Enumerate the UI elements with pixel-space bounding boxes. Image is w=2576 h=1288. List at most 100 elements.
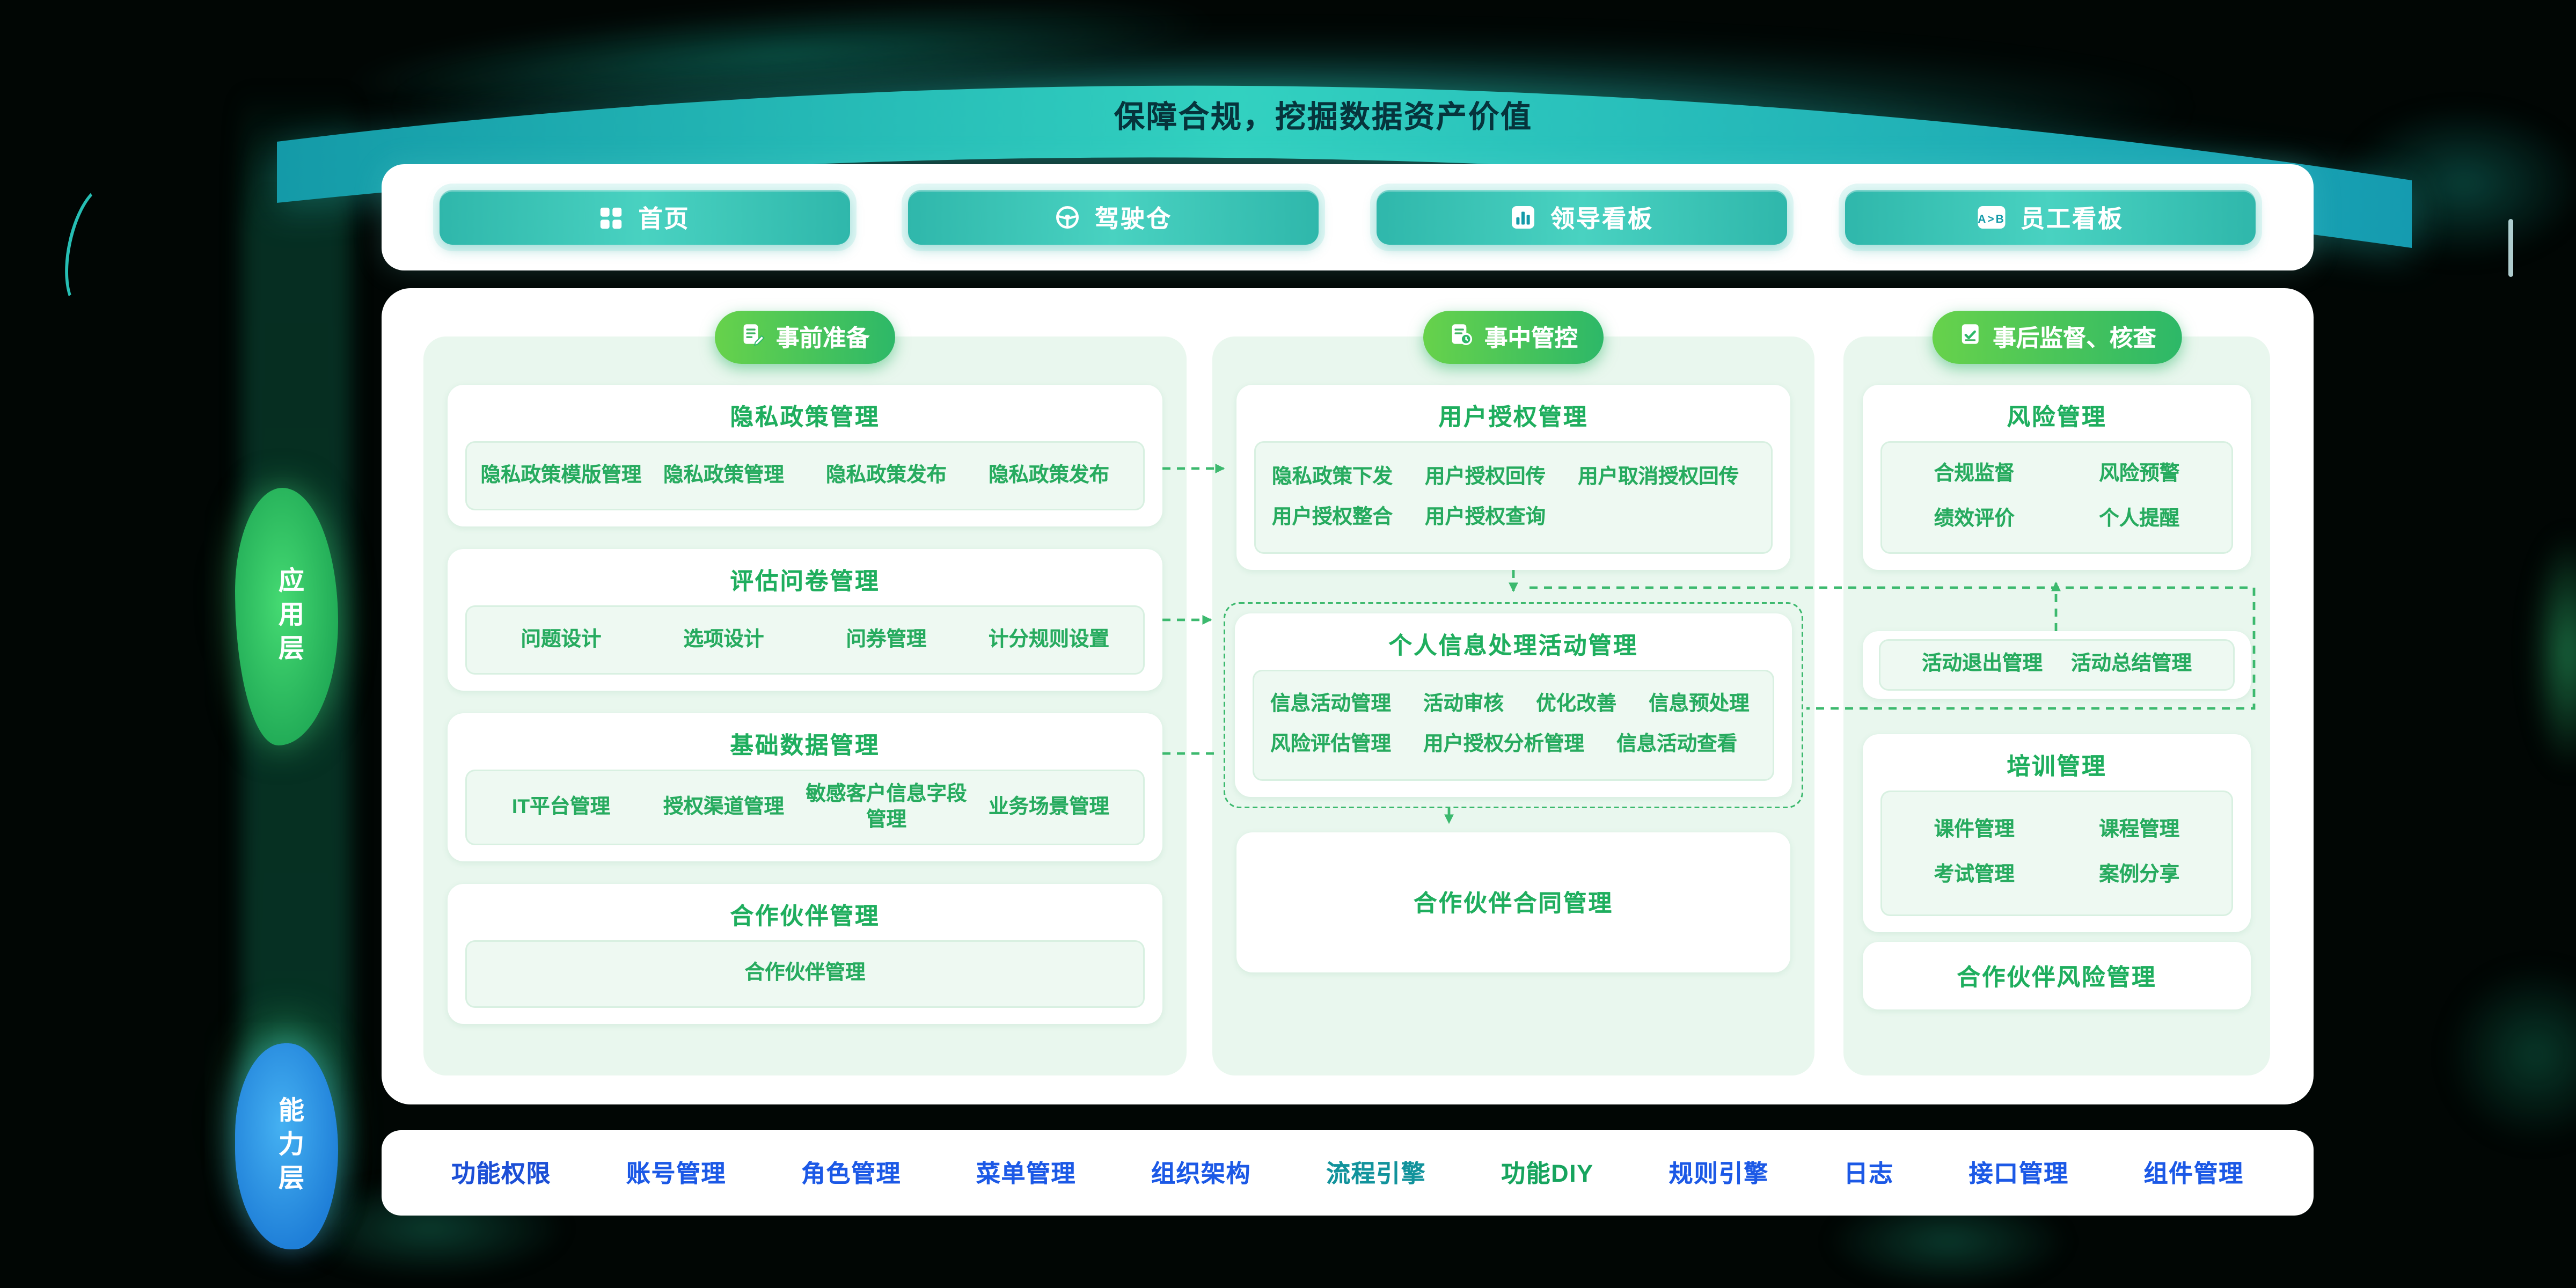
module-item: 活动退出管理	[1921, 652, 2043, 675]
capability-item: 规则引擎	[1668, 1161, 1769, 1188]
module-item: 业务场景管理	[988, 795, 1109, 818]
nav-button-label: 员工看板	[2020, 205, 2124, 233]
module-item: 问券管理	[846, 627, 927, 650]
card-activity-exit: 活动退出管理 活动总结管理	[1863, 631, 2251, 699]
card-items: 问题设计 选项设计 问券管理 计分规则设置	[465, 605, 1145, 675]
nav-button-home[interactable]: 首页	[440, 190, 850, 245]
module-item: 风险预警	[2099, 463, 2180, 486]
module-item: 案例分享	[2099, 863, 2180, 885]
ab-compare-icon: A>B	[1977, 204, 2006, 230]
activity-dashed-frame: 个人信息处理活动管理 信息活动管理 活动审核 优化改善 信息预处理 风险评估管理…	[1224, 602, 1803, 808]
right-green-blob	[2531, 531, 2576, 773]
card-user-authorization-mgmt: 用户授权管理 隐私政策下发 用户授权回传 用户取消授权回传 用户授权整合 用户授…	[1236, 385, 1790, 570]
nav-button-leader-board[interactable]: 领导看板	[1377, 190, 1787, 245]
layer-label-application: 应用层	[235, 488, 338, 745]
capability-item: 功能权限	[451, 1161, 552, 1188]
capability-item: 接口管理	[1968, 1161, 2069, 1188]
card-title: 个人信息处理活动管理	[1388, 634, 1638, 660]
card-items: 信息活动管理 活动审核 优化改善 信息预处理 风险评估管理 用户授权分析管理 信…	[1253, 670, 1774, 781]
module-item: 计分规则设置	[988, 627, 1109, 650]
card-partner-contract-mgmt: 合作伙伴合同管理	[1236, 832, 1790, 972]
document-edit-icon	[741, 322, 765, 353]
nav-button-employee-board[interactable]: A>B 员工看板	[1845, 190, 2256, 245]
module-item: 隐私政策模版管理	[480, 463, 642, 486]
nav-button-label: 驾驶仓	[1094, 205, 1172, 233]
card-items: 合规监督 风险预警 绩效评价 个人提醒	[1880, 441, 2233, 554]
card-title: 用户授权管理	[1438, 406, 1589, 431]
module-item: 问题设计	[521, 627, 602, 650]
capability-item: 日志	[1843, 1161, 1894, 1188]
card-title: 合作伙伴管理	[730, 905, 880, 931]
capability-item: 功能DIY	[1501, 1161, 1594, 1188]
module-item: 敏感客户信息字段管理	[806, 782, 967, 830]
document-check-icon	[1957, 322, 1981, 353]
module-item: 课程管理	[2099, 818, 2180, 841]
card-partner-mgmt: 合作伙伴管理 合作伙伴管理	[448, 884, 1162, 1024]
card-privacy-policy-mgmt: 隐私政策管理 隐私政策模版管理 隐私政策管理 隐私政策发布 隐私政策发布	[448, 385, 1162, 526]
capability-bar: 功能权限 账号管理 角色管理 菜单管理 组织架构 流程引擎 功能DIY 规则引擎…	[382, 1130, 2314, 1216]
module-item: 隐私政策管理	[663, 463, 784, 486]
badge-post-event: 事后监督、核查	[1931, 311, 2182, 364]
badge-label: 事后监督、核查	[1993, 327, 2156, 353]
banner-title: 保障合规，挖掘数据资产价值	[1114, 101, 1533, 135]
card-title: 合作伙伴风险管理	[1957, 965, 2157, 991]
document-monitor-icon	[1449, 322, 1473, 353]
module-item: 个人提醒	[2099, 507, 2180, 530]
module-item: 授权渠道管理	[663, 795, 784, 818]
module-item: 合作伙伴管理	[744, 961, 866, 984]
module-item: 用户授权回传	[1425, 465, 1546, 488]
module-item: 考试管理	[1934, 863, 2015, 885]
badge-pre-event: 事前准备	[715, 311, 895, 364]
capability-item: 组件管理	[2143, 1161, 2244, 1188]
card-items: 隐私政策下发 用户授权回传 用户取消授权回传 用户授权整合 用户授权查询	[1254, 441, 1773, 554]
card-title: 基础数据管理	[730, 734, 880, 760]
card-title: 风险管理	[2007, 406, 2107, 431]
nav-button-label: 领导看板	[1550, 205, 1653, 233]
module-item: 风险评估管理	[1270, 733, 1392, 755]
capability-item: 菜单管理	[976, 1161, 1077, 1188]
card-items: 课件管理 课程管理 考试管理 案例分享	[1880, 791, 2233, 916]
badge-in-event: 事中管控	[1423, 311, 1604, 364]
module-item: 信息预处理	[1649, 693, 1750, 716]
card-items: 活动退出管理 活动总结管理	[1879, 639, 2235, 691]
card-items: 隐私政策模版管理 隐私政策管理 隐私政策发布 隐私政策发布	[465, 441, 1145, 510]
card-stack: 隐私政策管理 隐私政策模版管理 隐私政策管理 隐私政策发布 隐私政策发布 评估问…	[448, 385, 1162, 1024]
bottom-right-blob	[2447, 966, 2576, 1143]
module-item: 优化改善	[1536, 693, 1617, 716]
module-item: 信息活动管理	[1270, 693, 1392, 716]
capability-item: 角色管理	[801, 1161, 902, 1188]
svg-text:A>B: A>B	[1978, 213, 2006, 225]
module-item: 活动总结管理	[2070, 652, 2192, 675]
module-item: 隐私政策发布	[825, 463, 947, 486]
card-title: 培训管理	[2007, 755, 2107, 781]
module-item: 课件管理	[1934, 818, 2015, 841]
top-nav-bar: 首页 驾驶仓 领导看板 A>B 员工看板	[382, 164, 2314, 270]
nav-button-label: 首页	[638, 205, 690, 233]
module-item: 用户授权查询	[1425, 504, 1546, 528]
application-layer-container: 事前准备 隐私政策管理 隐私政策模版管理 隐私政策管理 隐私政策发布 隐私政策发…	[382, 288, 2314, 1104]
module-item: 活动审核	[1423, 693, 1504, 716]
module-item: 用户授权整合	[1272, 504, 1393, 528]
card-basic-data-mgmt: 基础数据管理 IT平台管理 授权渠道管理 敏感客户信息字段管理 业务场景管理	[448, 713, 1162, 861]
module-item: 合规监督	[1934, 463, 2015, 486]
steering-wheel-icon	[1055, 204, 1080, 230]
module-item: 隐私政策发布	[988, 463, 1109, 486]
column-in-event: 事中管控 用户授权管理 隐私政策下发 用户授权回传 用户取消授权回传 用户授权整…	[1212, 311, 1814, 1075]
column-post-event: 事后监督、核查 风险管理 合规监督 风险预警 绩效评价 个人提醒 活动退出管理 …	[1843, 311, 2270, 1075]
nav-button-cockpit[interactable]: 驾驶仓	[908, 190, 1319, 245]
module-item: 绩效评价	[1934, 507, 2015, 530]
capability-item: 账号管理	[626, 1161, 727, 1188]
card-stack: 风险管理 合规监督 风险预警 绩效评价 个人提醒 活动退出管理 活动总结管理	[1863, 385, 2251, 1009]
badge-label: 事前准备	[776, 327, 869, 353]
badge-label: 事中管控	[1484, 327, 1578, 353]
module-item: IT平台管理	[511, 795, 611, 818]
card-risk-mgmt: 风险管理 合规监督 风险预警 绩效评价 个人提醒	[1863, 385, 2251, 570]
card-training-mgmt: 培训管理 课件管理 课程管理 考试管理 案例分享	[1863, 734, 2251, 932]
card-items: IT平台管理 授权渠道管理 敏感客户信息字段管理 业务场景管理	[465, 770, 1145, 845]
card-title: 合作伙伴合同管理	[1414, 892, 1613, 918]
column-pre-event: 事前准备 隐私政策管理 隐私政策模版管理 隐私政策管理 隐私政策发布 隐私政策发…	[423, 311, 1187, 1075]
module-item: 选项设计	[683, 627, 764, 650]
card-questionnaire-mgmt: 评估问卷管理 问题设计 选项设计 问券管理 计分规则设置	[448, 549, 1162, 691]
card-items: 合作伙伴管理	[465, 940, 1145, 1008]
